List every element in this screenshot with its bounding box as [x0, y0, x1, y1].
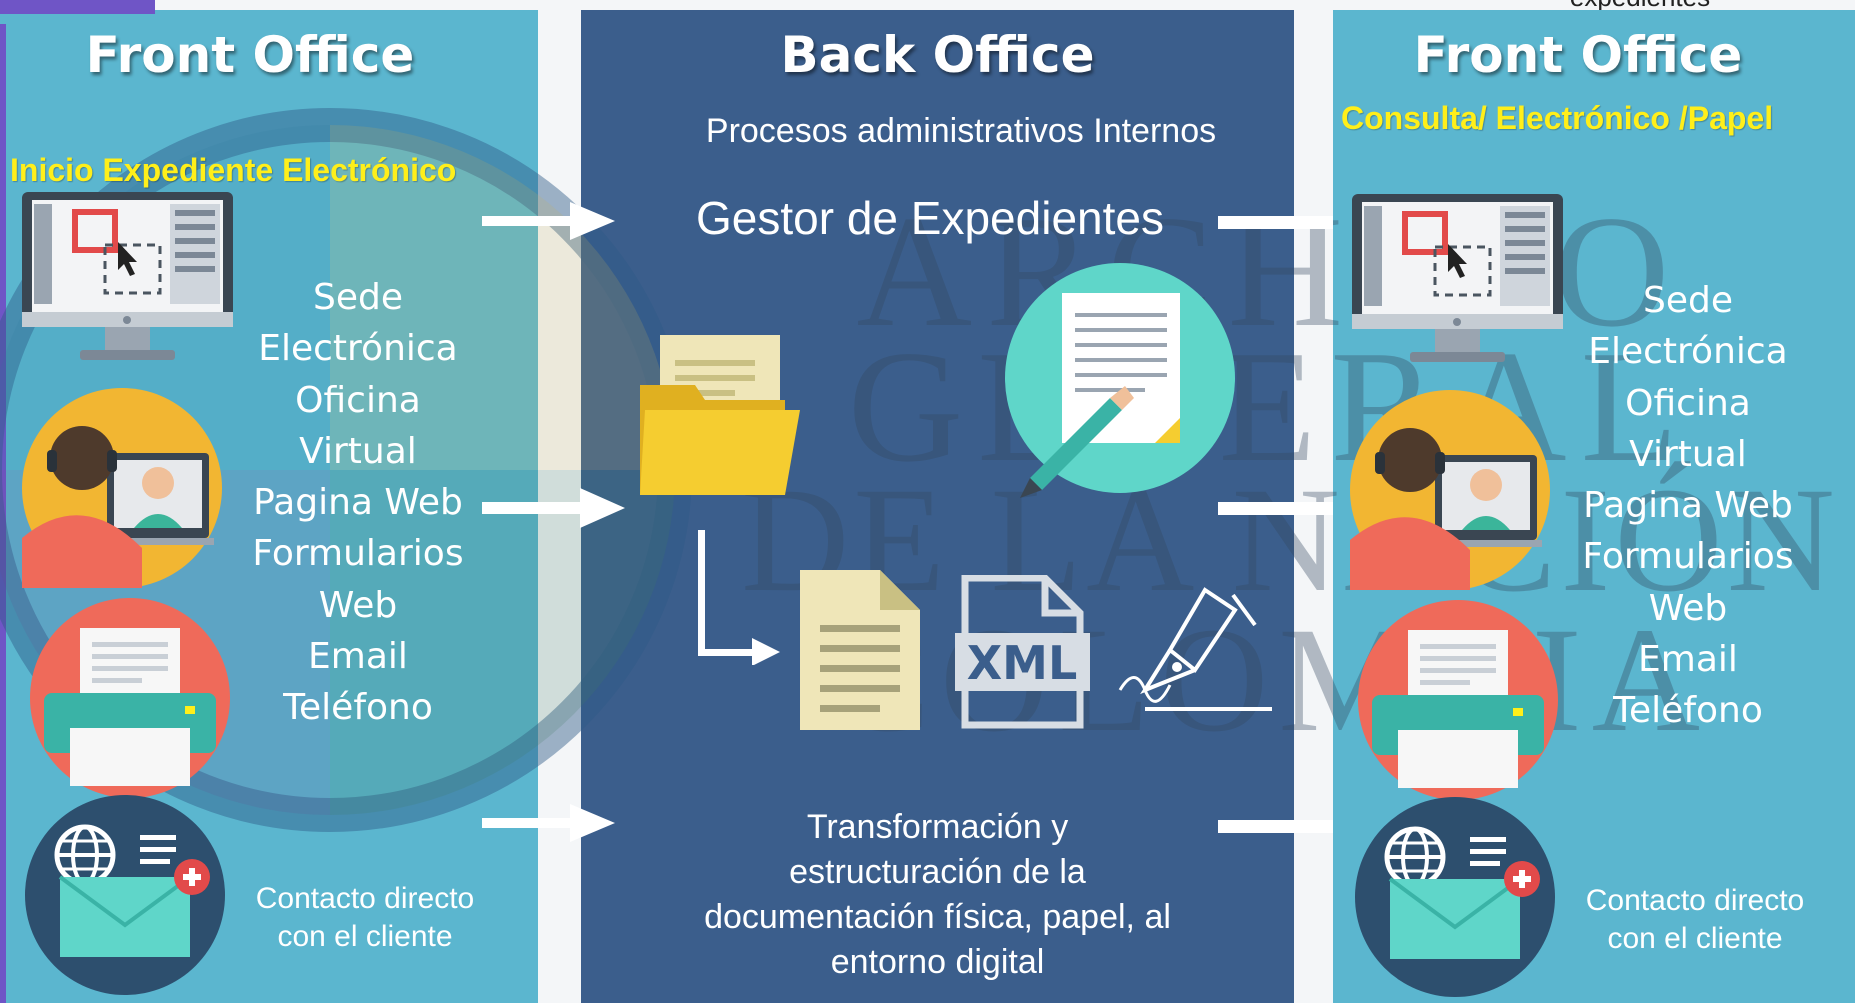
contact-line: Contacto directo	[1585, 884, 1805, 917]
channel-item: Web	[318, 584, 398, 626]
connector-bar-bottom	[1218, 820, 1333, 833]
channel-item: Virtual	[299, 430, 417, 472]
monitor-icon	[22, 192, 233, 360]
accent-edge	[0, 24, 6, 1003]
channel-item: Teléfono	[1613, 690, 1763, 732]
video-call-icon	[22, 388, 222, 588]
transformation-line: estructuración de la	[789, 853, 1086, 891]
channel-item: Oficina	[1625, 382, 1751, 424]
fountain-pen-signature-icon	[1118, 587, 1272, 711]
contact-line: con el cliente	[277, 920, 453, 953]
back-office-panel	[581, 10, 1294, 1003]
email-globe-icon	[25, 795, 225, 995]
left-panel-title: Front Office	[85, 26, 415, 84]
right-panel-title: Front Office	[1413, 26, 1743, 84]
channel-item: Electrónica	[1588, 331, 1788, 373]
channel-item: Formularios	[1582, 536, 1794, 578]
channel-item: Pagina Web	[253, 482, 463, 524]
channel-item: Oficina	[295, 379, 421, 421]
contact-line: con el cliente	[1607, 922, 1783, 955]
channel-item: Email	[308, 636, 408, 678]
document-pencil-icon	[1005, 263, 1235, 498]
monitor-icon	[1352, 194, 1563, 362]
printer-icon	[1358, 600, 1558, 800]
channel-item: Formularios	[252, 533, 464, 575]
manager-label: Gestor de Expedientes	[696, 192, 1164, 244]
top-cut-text: expedientes	[1530, 0, 1750, 13]
middle-panel-title: Back Office	[780, 26, 1095, 84]
channel-item: Virtual	[1629, 433, 1747, 475]
flow-arrows-left	[482, 202, 625, 842]
left-contact-text: Contacto directo con el cliente	[235, 880, 495, 956]
left-panel-subtitle: Inicio Expediente Electrónico	[10, 152, 457, 188]
channel-item: Sede	[1643, 280, 1733, 321]
channel-item: Web	[1648, 587, 1728, 629]
right-panel-subtitle: Consulta/ Electrónico /Papel	[1341, 100, 1774, 136]
middle-panel-subtitle: Procesos administrativos Internos	[705, 112, 1217, 150]
left-channel-list: Sede Electrónica Oficina Virtual Pagina …	[228, 272, 488, 734]
xml-file-icon: XML	[955, 575, 1090, 729]
connector-bar-top	[1218, 216, 1333, 229]
accent-corner	[0, 0, 155, 14]
channel-item: Teléfono	[283, 687, 433, 729]
connector-bar-middle	[1218, 502, 1333, 515]
channel-item: Email	[1638, 639, 1738, 681]
email-globe-icon	[1355, 797, 1555, 997]
channel-item: Sede	[313, 277, 403, 318]
document-icon	[800, 570, 920, 730]
transformation-line: documentación física, papel, al	[704, 898, 1171, 936]
video-call-icon	[1350, 390, 1550, 590]
xml-label: XML	[967, 636, 1078, 690]
printer-icon	[30, 598, 230, 798]
folder-icon	[640, 335, 800, 495]
right-contact-text: Contacto directo con el cliente	[1565, 882, 1825, 958]
transformation-line: Transformación y	[806, 808, 1069, 846]
channel-item: Electrónica	[258, 328, 458, 370]
branch-connector	[698, 530, 780, 665]
contact-line: Contacto directo	[255, 882, 475, 915]
transformation-text: Transformación y estructuración de la do…	[581, 805, 1294, 985]
right-channel-list: Sede Electrónica Oficina Virtual Pagina …	[1558, 275, 1818, 737]
transformation-line: entorno digital	[830, 943, 1045, 981]
channel-item: Pagina Web	[1583, 485, 1793, 527]
